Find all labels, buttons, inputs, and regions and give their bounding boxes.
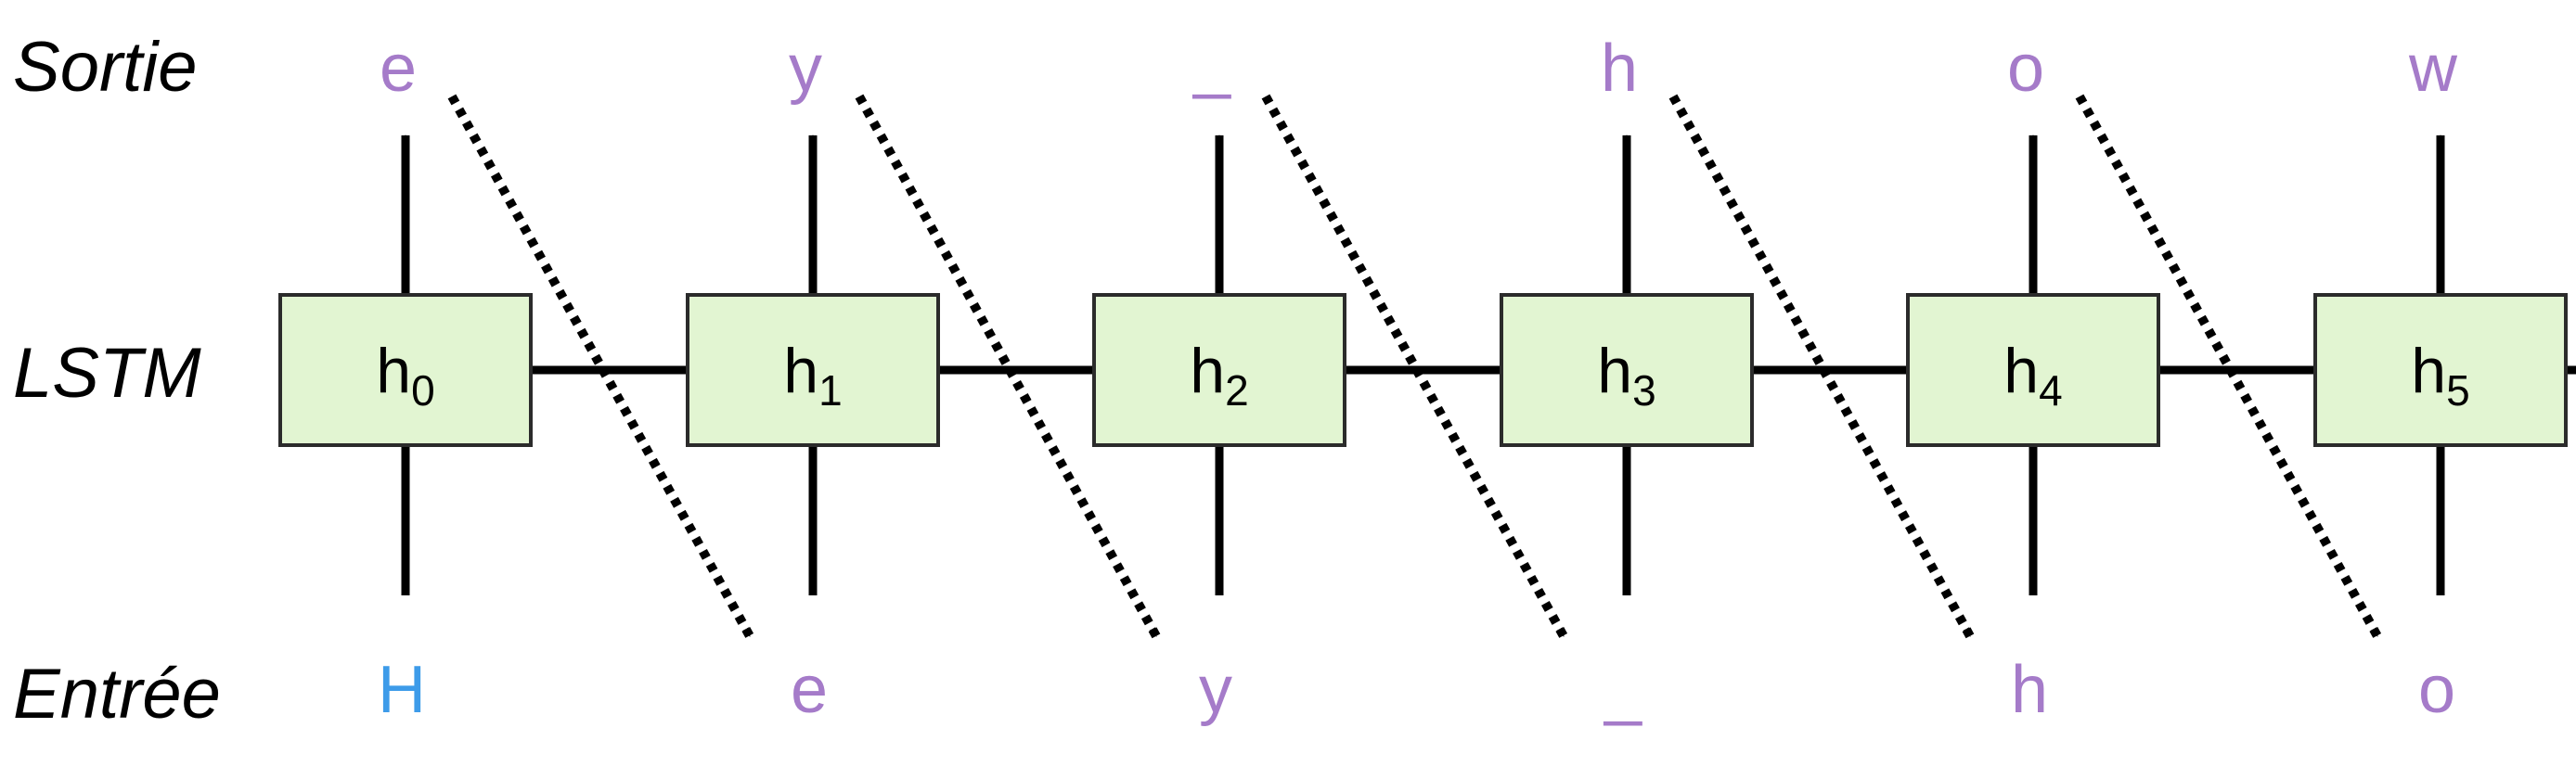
hidden-state-subscript: 1 bbox=[818, 366, 843, 415]
output-letter-3: h bbox=[1601, 32, 1638, 106]
lstm-cell-box bbox=[278, 293, 533, 447]
lstm-cell-box bbox=[1092, 293, 1346, 447]
lstm-cell-2: h2 bbox=[1092, 293, 1346, 447]
output-letter-1: y bbox=[789, 32, 822, 106]
lstm-cell-5: h5 bbox=[2313, 293, 2568, 447]
lstm-cell-3: h3 bbox=[1500, 293, 1754, 447]
output-letter-0: e bbox=[380, 32, 417, 106]
input-letter-5: o bbox=[2418, 653, 2455, 727]
lstm-cell-box bbox=[1906, 293, 2160, 447]
hidden-state-subscript: 3 bbox=[1632, 366, 1656, 415]
cells-layer: h0 h1 h2 h3 h4 h5 bbox=[278, 293, 2568, 447]
row-label-input: Entrée bbox=[13, 655, 221, 734]
lstm-cell-box bbox=[686, 293, 940, 447]
row-label-output: Sortie bbox=[13, 28, 198, 107]
input-letter-0: H bbox=[378, 653, 426, 727]
hidden-state-label: h4 bbox=[2003, 336, 2062, 415]
hidden-state-subscript: 4 bbox=[2039, 366, 2063, 415]
lstm-cell-0: h0 bbox=[278, 293, 533, 447]
output-letter-4: o bbox=[2007, 32, 2044, 106]
hidden-state-subscript: 0 bbox=[411, 366, 435, 415]
lstm-cell-4: h4 bbox=[1906, 293, 2160, 447]
input-letter-1: e bbox=[791, 653, 828, 727]
hidden-state-label: h5 bbox=[2411, 336, 2469, 415]
output-letter-2: _ bbox=[1191, 26, 1231, 100]
hidden-state-subscript: 5 bbox=[2446, 366, 2470, 415]
hidden-state-subscript: 2 bbox=[1225, 366, 1249, 415]
lstm-cell-box bbox=[1500, 293, 1754, 447]
input-letter-3: _ bbox=[1603, 653, 1642, 727]
lstm-cell-box bbox=[2313, 293, 2568, 447]
lstm-cell-1: h1 bbox=[686, 293, 940, 447]
input-letter-4: h bbox=[2011, 653, 2048, 727]
row-label-lstm: LSTM bbox=[13, 334, 201, 413]
output-letter-5: w bbox=[2408, 32, 2458, 106]
input-letter-2: y bbox=[1199, 653, 1232, 727]
